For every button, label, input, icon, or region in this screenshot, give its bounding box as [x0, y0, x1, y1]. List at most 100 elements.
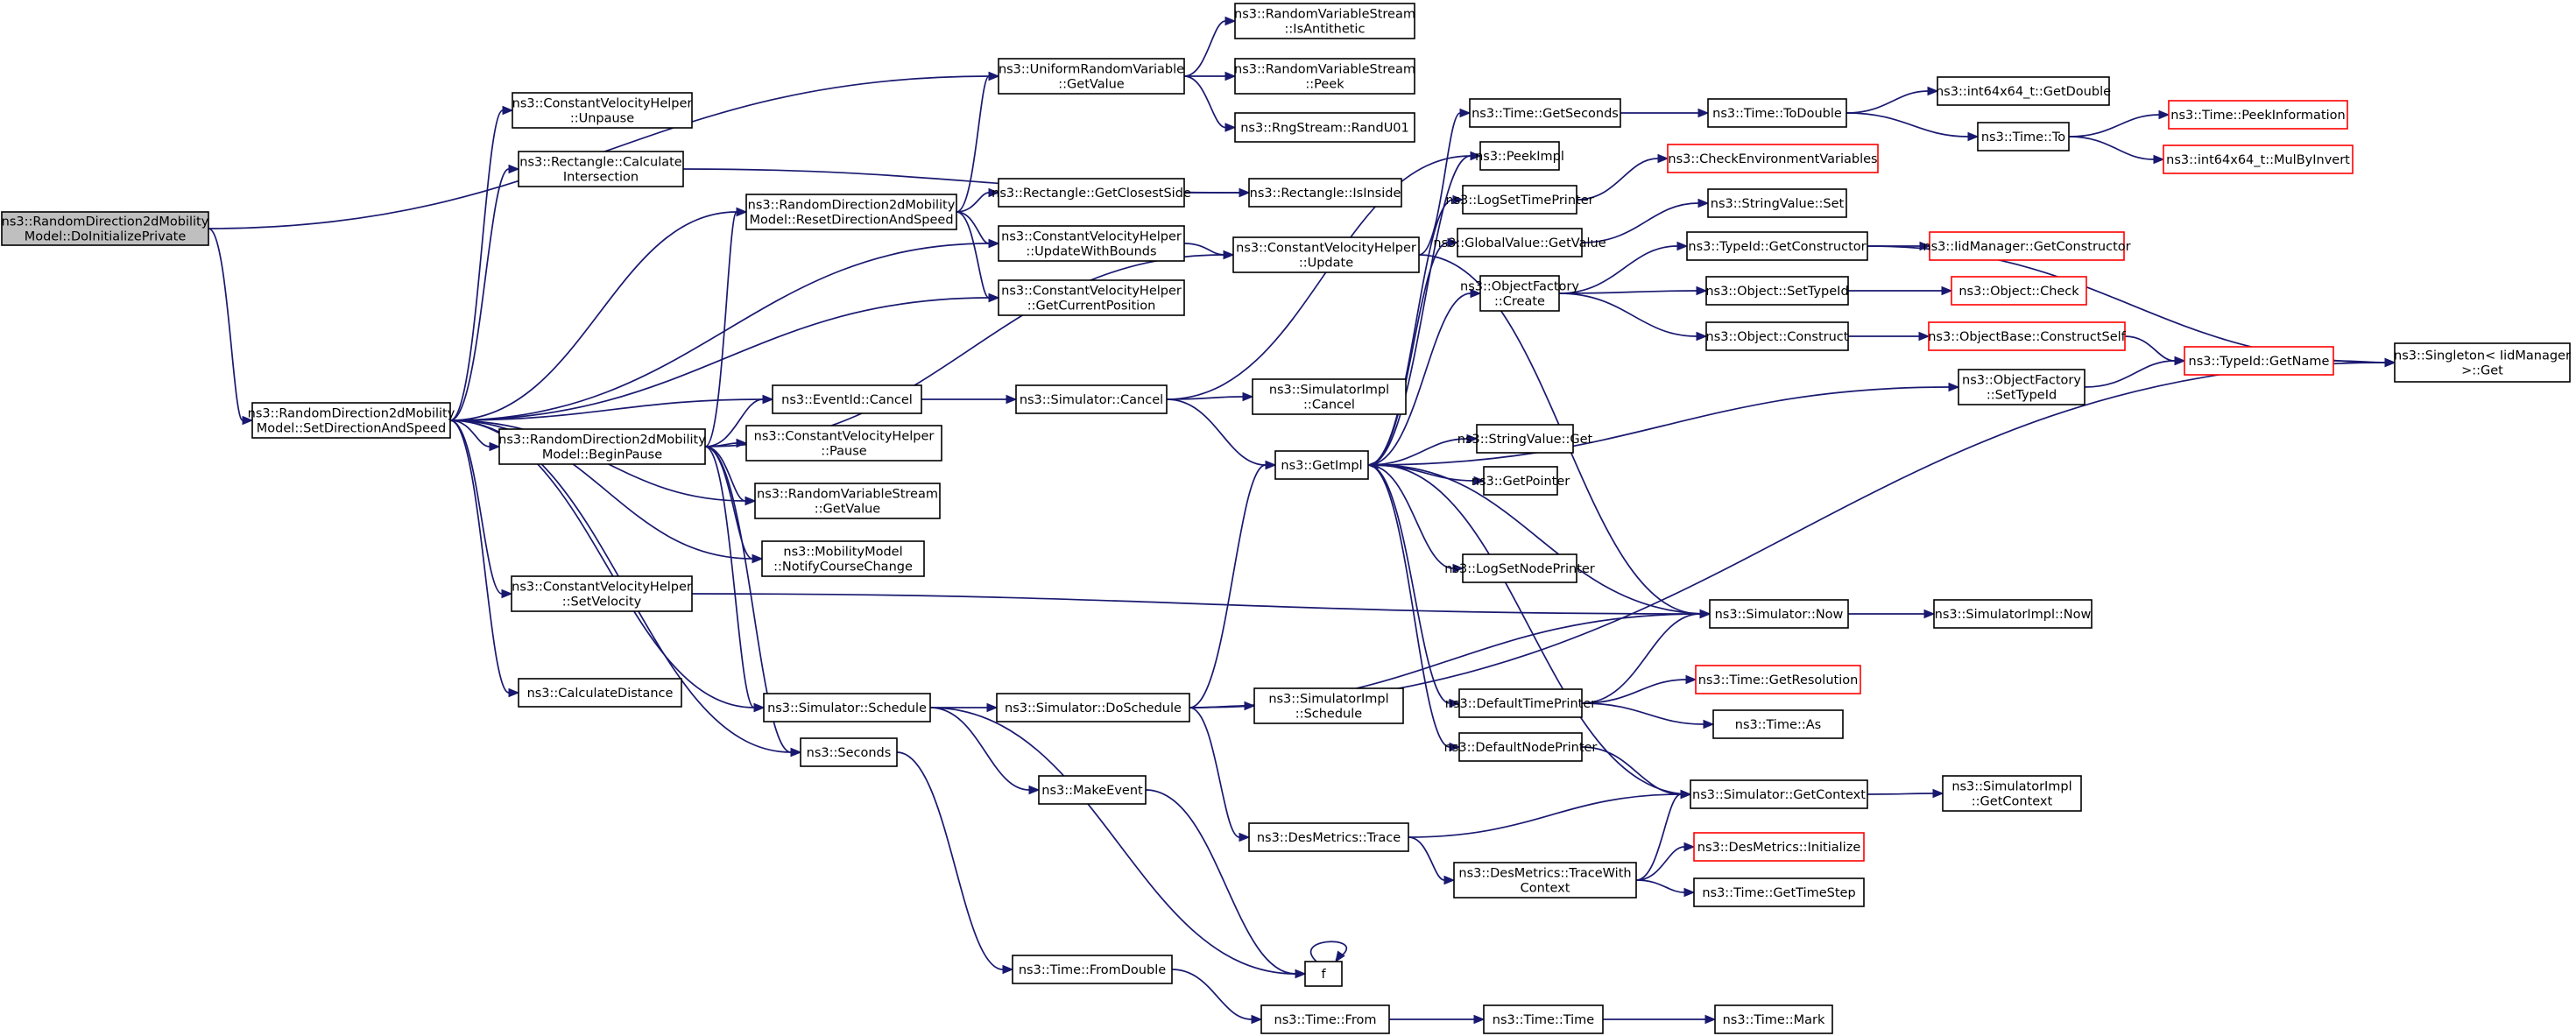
node-label: ::Update — [1299, 257, 1353, 271]
node-deftimeprinter[interactable]: ns3::DefaultTimePrinter — [1445, 688, 1596, 718]
edge-line — [449, 109, 504, 421]
node-label: ns3::GetImpl — [1281, 459, 1362, 473]
node-timeas[interactable]: ns3::Time::As — [1712, 709, 1844, 739]
node-simimplnow[interactable]: ns3::SimulatorImpl::Now — [1933, 599, 2093, 629]
node-cvhupdate[interactable]: ns3::ConstantVelocityHelper::Update — [1232, 236, 1420, 273]
node-doschedule[interactable]: ns3::Simulator::DoSchedule — [996, 693, 1190, 722]
node-beginpause[interactable]: ns3::RandomDirection2dMobilityModel::Beg… — [498, 428, 706, 465]
node-setdir[interactable]: ns3::RandomDirection2dMobilityModel::Set… — [248, 402, 455, 439]
node-label: ns3::Singleton< IidManager — [2394, 349, 2571, 363]
edge-line — [704, 211, 738, 448]
node-defnodeprinter[interactable]: ns3::DefaultNodePrinter — [1444, 732, 1598, 762]
node-stringset[interactable]: ns3::StringValue::Set — [1707, 188, 1847, 218]
node-label: ns3::int64x64_t::MulByInvert — [2166, 153, 2350, 167]
node-typeidname[interactable]: ns3::TypeId::GetName — [2184, 346, 2334, 376]
edge-globalval-to-stringset — [1581, 198, 1710, 243]
node-mulbyinvert[interactable]: ns3::int64x64_t::MulByInvert — [2163, 144, 2354, 174]
node-getseconds[interactable]: ns3::Time::GetSeconds — [1469, 98, 1621, 128]
edge-typeidname-to-singleton — [2333, 357, 2396, 368]
node-root[interactable]: ns3::RandomDirection2dMobilityModel::DoI… — [1, 211, 209, 246]
node-objfactset[interactable]: ns3::ObjectFactory::SetTypeId — [1958, 369, 2086, 405]
node-label: ns3::Simulator::DoSchedule — [1005, 701, 1182, 715]
edge-makeevent-to-f — [1145, 789, 1307, 979]
node-resetdir[interactable]: ns3::RandomDirection2dMobilityModel::Res… — [745, 194, 957, 230]
node-peek[interactable]: ns3::RandomVariableStream::Peek — [1234, 58, 1415, 95]
node-urv[interactable]: ns3::UniformRandomVariable::GetValue — [998, 58, 1185, 95]
node-simimplsched[interactable]: ns3::SimulatorImpl::Schedule — [1253, 687, 1404, 724]
node-globalval[interactable]: ns3::GlobalValue::GetValue — [1433, 228, 1606, 257]
node-iidctor[interactable]: ns3::IidManager::GetConstructor — [1923, 231, 2131, 261]
node-simimplcancel[interactable]: ns3::SimulatorImpl::Cancel — [1252, 378, 1407, 415]
node-rvsget[interactable]: ns3::RandomVariableStream::GetValue — [754, 483, 941, 519]
node-gettimestep[interactable]: ns3::Time::GetTimeStep — [1693, 877, 1865, 907]
node-getcontext[interactable]: ns3::Simulator::GetContext — [1690, 779, 1868, 809]
node-simnow[interactable]: ns3::Simulator::Now — [1709, 599, 1849, 629]
node-timemark[interactable]: ns3::Time::Mark — [1714, 1004, 1833, 1034]
node-notify[interactable]: ns3::MobilityModel::NotifyCourseChange — [761, 540, 925, 577]
node-f[interactable]: f — [1304, 961, 1343, 987]
node-label: ns3::IidManager::GetConstructor — [1923, 240, 2130, 254]
node-label: ns3::Time::GetSeconds — [1471, 107, 1619, 121]
node-logsettime[interactable]: ns3::LogSetTimePrinter — [1445, 185, 1594, 215]
node-peekimpl[interactable]: ns3::PeekImpl — [1475, 141, 1564, 171]
node-cvhunpause[interactable]: ns3::ConstantVelocityHelper::Unpause — [512, 92, 693, 129]
edge-arrowhead — [1242, 391, 1254, 402]
node-peekinfo[interactable]: ns3::Time::PeekInformation — [2168, 100, 2348, 130]
node-timetime[interactable]: ns3::Time::Time — [1483, 1004, 1604, 1034]
node-objcheck[interactable]: ns3::Object::Check — [1951, 276, 2087, 306]
node-getdouble[interactable]: ns3::int64x64_t::GetDouble — [1936, 76, 2111, 106]
node-label: ns3::int64x64_t::GetDouble — [1936, 85, 2111, 99]
call-nodes: ns3::RandomDirection2dMobilityModel::DoI… — [1, 3, 2571, 1034]
node-cvhpause[interactable]: ns3::ConstantVelocityHelper::Pause — [745, 425, 942, 462]
node-cvhbounds[interactable]: ns3::ConstantVelocityHelper::UpdateWithB… — [998, 225, 1185, 262]
node-cvhpos[interactable]: ns3::ConstantVelocityHelper::GetCurrentP… — [998, 279, 1185, 316]
node-label: ns3::CheckEnvironmentVariables — [1668, 152, 1877, 166]
node-label: ns3::ConstantVelocityHelper — [1236, 242, 1416, 256]
node-desinit[interactable]: ns3::DesMetrics::Initialize — [1693, 832, 1865, 862]
node-checkenv[interactable]: ns3::CheckEnvironmentVariables — [1667, 144, 1879, 173]
edge-deftimeprinter-to-simnow — [1581, 609, 1711, 704]
node-schedule[interactable]: ns3::Simulator::Schedule — [763, 693, 931, 722]
node-singleton[interactable]: ns3::Singleton< IidManager>::Get — [2394, 342, 2571, 383]
node-objbasector[interactable]: ns3::ObjectBase::ConstructSelf — [1928, 321, 2127, 351]
node-label: ns3::RandomDirection2dMobility — [2, 215, 209, 229]
node-makeevent[interactable]: ns3::MakeEvent — [1038, 775, 1147, 805]
edge-line — [1367, 438, 1468, 466]
node-destrace[interactable]: ns3::DesMetrics::Trace — [1248, 822, 1409, 852]
edge-arrowhead — [736, 207, 748, 217]
node-randu01[interactable]: ns3::RngStream::RandU01 — [1234, 112, 1415, 143]
node-todouble[interactable]: ns3::Time::ToDouble — [1707, 98, 1847, 128]
node-closest[interactable]: ns3::Rectangle::GetClosestSide — [992, 178, 1191, 208]
node-timefrom[interactable]: ns3::Time::From — [1260, 1004, 1390, 1034]
node-objfactcreate[interactable]: ns3::ObjectFactory::Create — [1460, 275, 1579, 312]
node-getres[interactable]: ns3::Time::GetResolution — [1695, 665, 1861, 694]
node-timeto[interactable]: ns3::Time::To — [1977, 122, 2070, 152]
node-simcancel[interactable]: ns3::Simulator::Cancel — [1015, 384, 1168, 414]
node-simimplctx[interactable]: ns3::SimulatorImpl::GetContext — [1942, 775, 2082, 812]
node-seconds[interactable]: ns3::Seconds — [800, 737, 898, 767]
node-stringget[interactable]: ns3::StringValue::Get — [1457, 424, 1593, 454]
edge-beginpause-to-schedule — [704, 446, 766, 713]
node-isinside[interactable]: ns3::Rectangle::IsInside — [1248, 178, 1402, 208]
node-getpointer[interactable]: ns3::GetPointer — [1471, 466, 1570, 496]
node-typeidctor[interactable]: ns3::TypeId::GetConstructor — [1686, 231, 1868, 261]
node-label: ns3::Rectangle::GetClosestSide — [992, 187, 1191, 201]
edge-arrowhead — [1443, 875, 1456, 885]
node-fromdouble[interactable]: ns3::Time::FromDouble — [1012, 955, 1173, 984]
node-eventcancel[interactable]: ns3::EventId::Cancel — [772, 384, 922, 414]
node-calcdist[interactable]: ns3::CalculateDistance — [518, 678, 682, 708]
node-logsetnode[interactable]: ns3::LogSetNodePrinter — [1444, 553, 1595, 583]
node-getimpl[interactable]: ns3::GetImpl — [1274, 450, 1369, 480]
node-isanti[interactable]: ns3::RandomVariableStream::IsAntithetic — [1234, 3, 1415, 39]
node-objsettype[interactable]: ns3::Object::SetTypeId — [1705, 276, 1849, 306]
node-label: ns3::Time::Time — [1493, 1013, 1595, 1027]
node-cvhsetvel[interactable]: ns3::ConstantVelocityHelper::SetVelocity — [511, 575, 693, 612]
node-objconstruct[interactable]: ns3::Object::Construct — [1705, 321, 1849, 351]
edge-line — [2068, 136, 2155, 160]
node-label: ns3::RandomDirection2dMobility — [748, 199, 956, 213]
edge-line — [1145, 789, 1296, 975]
edge-resetdir-to-cvhpos — [956, 211, 1000, 303]
node-label: ns3::SimulatorImpl — [1951, 780, 2071, 794]
